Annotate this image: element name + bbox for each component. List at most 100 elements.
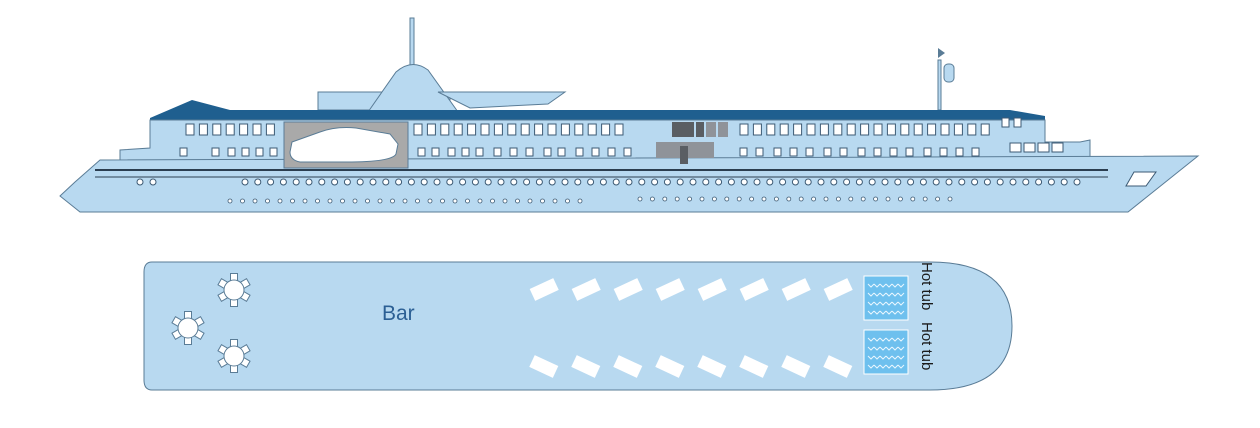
porthole xyxy=(574,178,582,186)
porthole-small xyxy=(252,198,258,204)
cabin-window xyxy=(575,147,584,157)
porthole-small xyxy=(761,196,767,202)
sunlounger xyxy=(613,278,643,301)
porthole xyxy=(1035,178,1043,186)
porthole-small xyxy=(527,198,533,204)
cabin-window xyxy=(793,123,803,136)
cabin-window xyxy=(525,147,534,157)
cabin-window xyxy=(185,123,195,136)
bar-label: Bar xyxy=(382,302,415,325)
chair xyxy=(230,299,238,307)
porthole xyxy=(983,178,991,186)
porthole-small xyxy=(724,196,730,202)
porthole xyxy=(830,178,838,186)
porthole xyxy=(484,178,492,186)
porthole xyxy=(407,178,415,186)
porthole xyxy=(894,178,902,186)
porthole xyxy=(945,178,953,186)
porthole xyxy=(727,178,735,186)
porthole xyxy=(587,178,595,186)
porthole-small xyxy=(340,198,345,204)
porthole xyxy=(459,178,467,186)
porthole-small xyxy=(699,196,705,202)
porthole xyxy=(343,178,351,186)
porthole xyxy=(1009,178,1017,186)
porthole-small xyxy=(811,196,816,202)
cabin-window xyxy=(475,147,484,157)
cabin-window xyxy=(739,147,748,157)
porthole-small xyxy=(352,198,358,204)
porthole xyxy=(779,178,787,186)
porthole xyxy=(881,178,889,186)
porthole xyxy=(817,178,825,186)
porthole-small xyxy=(265,198,270,204)
porthole xyxy=(395,178,403,186)
sunlounger xyxy=(571,355,601,378)
cabin-window xyxy=(591,147,600,157)
cabin-window xyxy=(461,147,470,157)
ship-roof xyxy=(150,100,1045,120)
cabin-window xyxy=(252,123,262,136)
mast-flag xyxy=(938,48,945,58)
chair xyxy=(184,337,192,345)
porthole xyxy=(702,178,710,186)
porthole-small xyxy=(798,196,804,202)
cabin-window xyxy=(239,123,249,136)
hot-tub-ripple xyxy=(867,364,905,369)
porthole-small xyxy=(515,198,520,204)
porthole-small xyxy=(774,196,779,202)
cabin-window xyxy=(241,147,250,157)
sunlounger xyxy=(781,278,811,301)
cabin-window xyxy=(480,123,490,136)
hot-tubs xyxy=(863,275,909,375)
porthole-small xyxy=(452,198,458,204)
cabin-window xyxy=(873,123,883,136)
cabin-window xyxy=(607,147,616,157)
porthole-small xyxy=(662,196,668,202)
porthole xyxy=(279,178,287,186)
cabin-window xyxy=(857,147,866,157)
porthole xyxy=(331,178,339,186)
lounge-window xyxy=(1037,142,1050,153)
lounge-window xyxy=(1009,142,1022,153)
porthole-small xyxy=(860,196,866,202)
porthole xyxy=(907,178,915,186)
sunlounger xyxy=(823,355,853,378)
porthole-small xyxy=(477,198,483,204)
cabin-window xyxy=(547,123,557,136)
cabin-window xyxy=(886,123,896,136)
cabin-window xyxy=(417,147,426,157)
sunlounger xyxy=(739,278,769,301)
cabin-window xyxy=(913,123,923,136)
mast-light xyxy=(943,63,955,83)
round-table xyxy=(223,279,245,301)
cabin-window xyxy=(587,123,597,136)
porthole xyxy=(1060,178,1068,186)
porthole-small xyxy=(565,198,570,204)
porthole xyxy=(136,178,144,186)
lower-portholes xyxy=(227,196,953,204)
central-stack-door xyxy=(680,146,688,164)
cabin-window xyxy=(766,123,776,136)
porthole xyxy=(356,178,364,186)
radar-dome xyxy=(367,64,459,113)
aft-mast xyxy=(937,59,942,111)
porthole-small xyxy=(947,196,953,202)
sunlounger xyxy=(571,278,601,301)
hot-tub-ripple xyxy=(867,355,905,360)
porthole xyxy=(919,178,927,186)
porthole-small xyxy=(786,196,792,202)
cabin-window xyxy=(269,147,278,157)
cabin-window xyxy=(846,123,856,136)
cabin-window xyxy=(623,147,632,157)
cabin-window xyxy=(211,147,220,157)
porthole xyxy=(753,178,761,186)
porthole-small xyxy=(712,196,717,202)
porthole xyxy=(663,178,671,186)
cabin-window xyxy=(953,123,963,136)
cabin-window xyxy=(955,147,964,157)
porthole-small xyxy=(377,198,383,204)
bridge-panel-mid-2 xyxy=(706,122,716,137)
porthole xyxy=(996,178,1004,186)
